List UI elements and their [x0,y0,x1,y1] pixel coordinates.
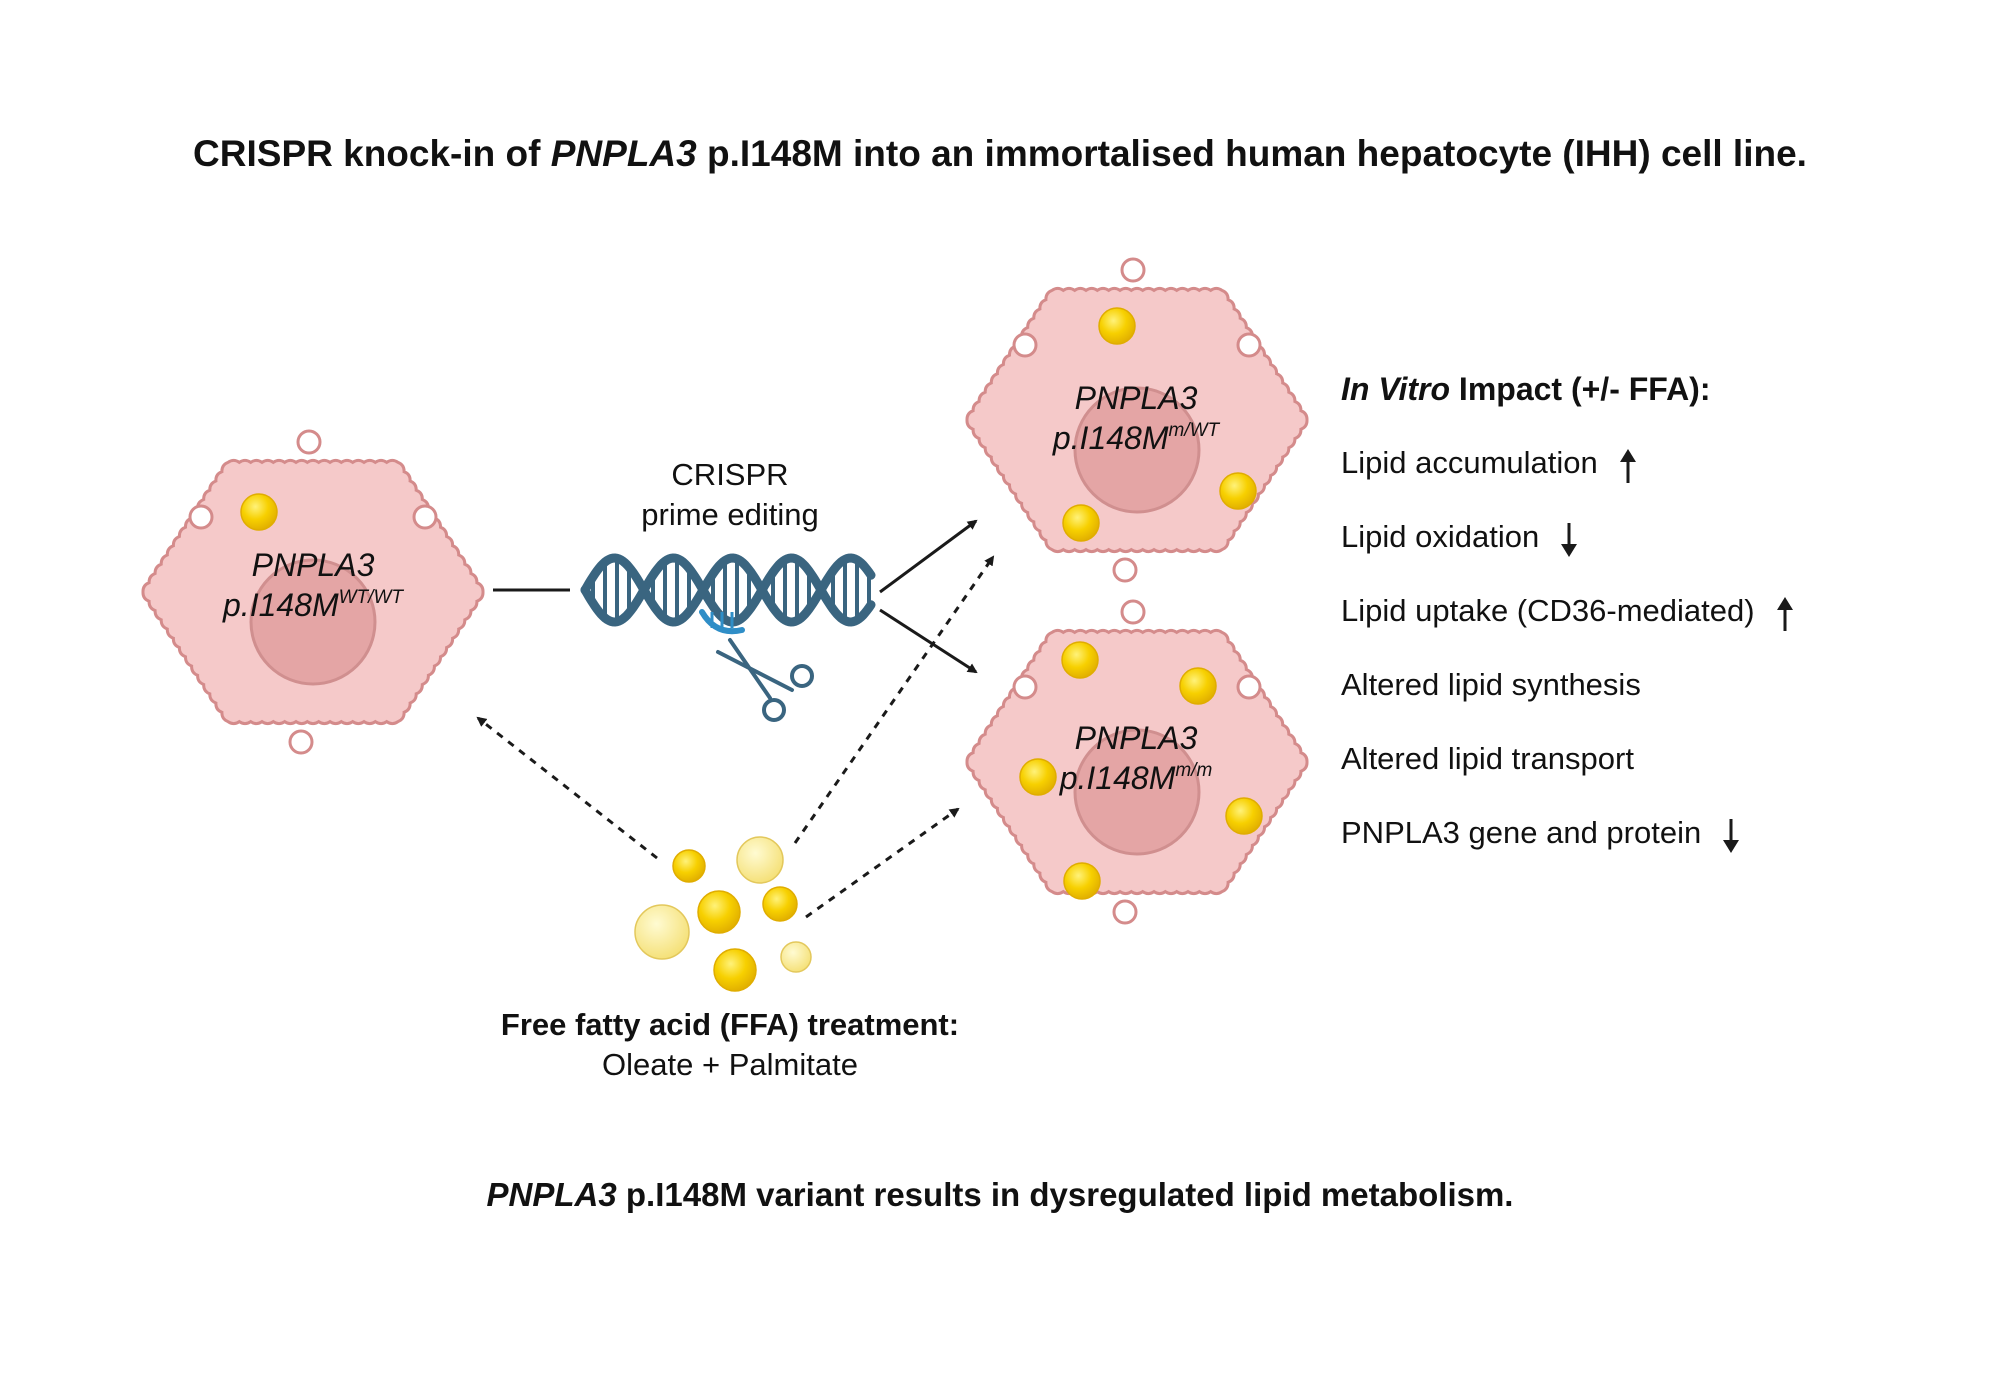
impact-item: Altered lipid synthesis [1341,667,1641,702]
het-cell-label: PNPLA3 p.I148Mm/WT [1052,380,1220,456]
cell-notch [296,429,322,455]
cell-notch [288,729,314,755]
lipid-droplet [1019,758,1057,796]
hom-cell-label: PNPLA3 p.I148Mm/m [1059,720,1213,796]
hepatocyte-wt-cell [141,429,485,755]
figure-caption: PNPLA3 p.I148M variant results in dysreg… [486,1176,1514,1213]
cell-notch [412,504,438,530]
impact-item: Lipid oxidation [1341,519,1540,554]
up-arrow-icon [1620,449,1636,462]
guide-rna [699,609,745,635]
ffa-droplet [713,948,757,992]
cell-notch [1012,674,1038,700]
cell-nucleus [1073,386,1201,514]
hepatocyte-het-cell [965,257,1309,583]
ffa-treatment-label: Free fatty acid (FFA) treatment: Oleate … [500,1007,960,1082]
ffa-droplets [634,836,812,992]
cell-notch [1236,674,1262,700]
arrow-to-het-cell [879,519,978,594]
cell-notch [1120,599,1146,625]
ffa-droplet [672,849,706,883]
up-arrow-icon [1777,597,1793,610]
impact-item: Altered lipid transport [1341,741,1634,776]
lipid-droplet [1063,862,1101,900]
hepatocyte-hom-cell [965,599,1309,925]
crispr-label: CRISPR prime editing [641,457,819,532]
ffa-droplet [780,941,812,973]
cell-notch [188,504,214,530]
impact-arrows [1561,449,1793,853]
ffa-arrow-to-hom [805,807,960,919]
cell-notch [1120,257,1146,283]
cell-notch [1236,332,1262,358]
cell-notch [1112,899,1138,925]
figure-title: CRISPR knock-in of PNPLA3 p.I148M into a… [193,133,1807,174]
scissors-icon [716,638,814,722]
ffa-droplet [697,890,741,934]
impact-item: PNPLA3 gene and protein [1341,815,1702,850]
down-arrow-icon [1723,840,1739,853]
ffa-arrow-to-het [793,555,995,844]
lipid-droplet [1061,641,1099,679]
impact-item: Lipid accumulation [1341,445,1598,480]
cell-nucleus [1073,728,1201,856]
ffa-arrow-to-wt [476,716,658,860]
impact-title: In Vitro Impact (+/- FFA): [1341,371,1711,407]
dna-strand [580,553,876,627]
ffa-droplet [634,904,690,960]
lipid-droplet [1219,472,1257,510]
ffa-droplet [762,886,798,922]
cell-nucleus [249,558,377,686]
ffa-droplet [736,836,784,884]
wt-cell-label: PNPLA3 p.I148MWT/WT [223,547,403,623]
lipid-droplet [1225,797,1263,835]
cell-notch [1112,557,1138,583]
lipid-droplet [1098,307,1136,345]
impact-item: Lipid uptake (CD36-mediated) [1341,593,1755,628]
cell-notch [1012,332,1038,358]
arrow-to-hom-cell [879,608,978,674]
dna-helix-icon [580,553,876,635]
lipid-droplet [1062,504,1100,542]
down-arrow-icon [1561,544,1577,557]
lipid-droplet [1179,667,1217,705]
lipid-droplet [240,493,278,531]
